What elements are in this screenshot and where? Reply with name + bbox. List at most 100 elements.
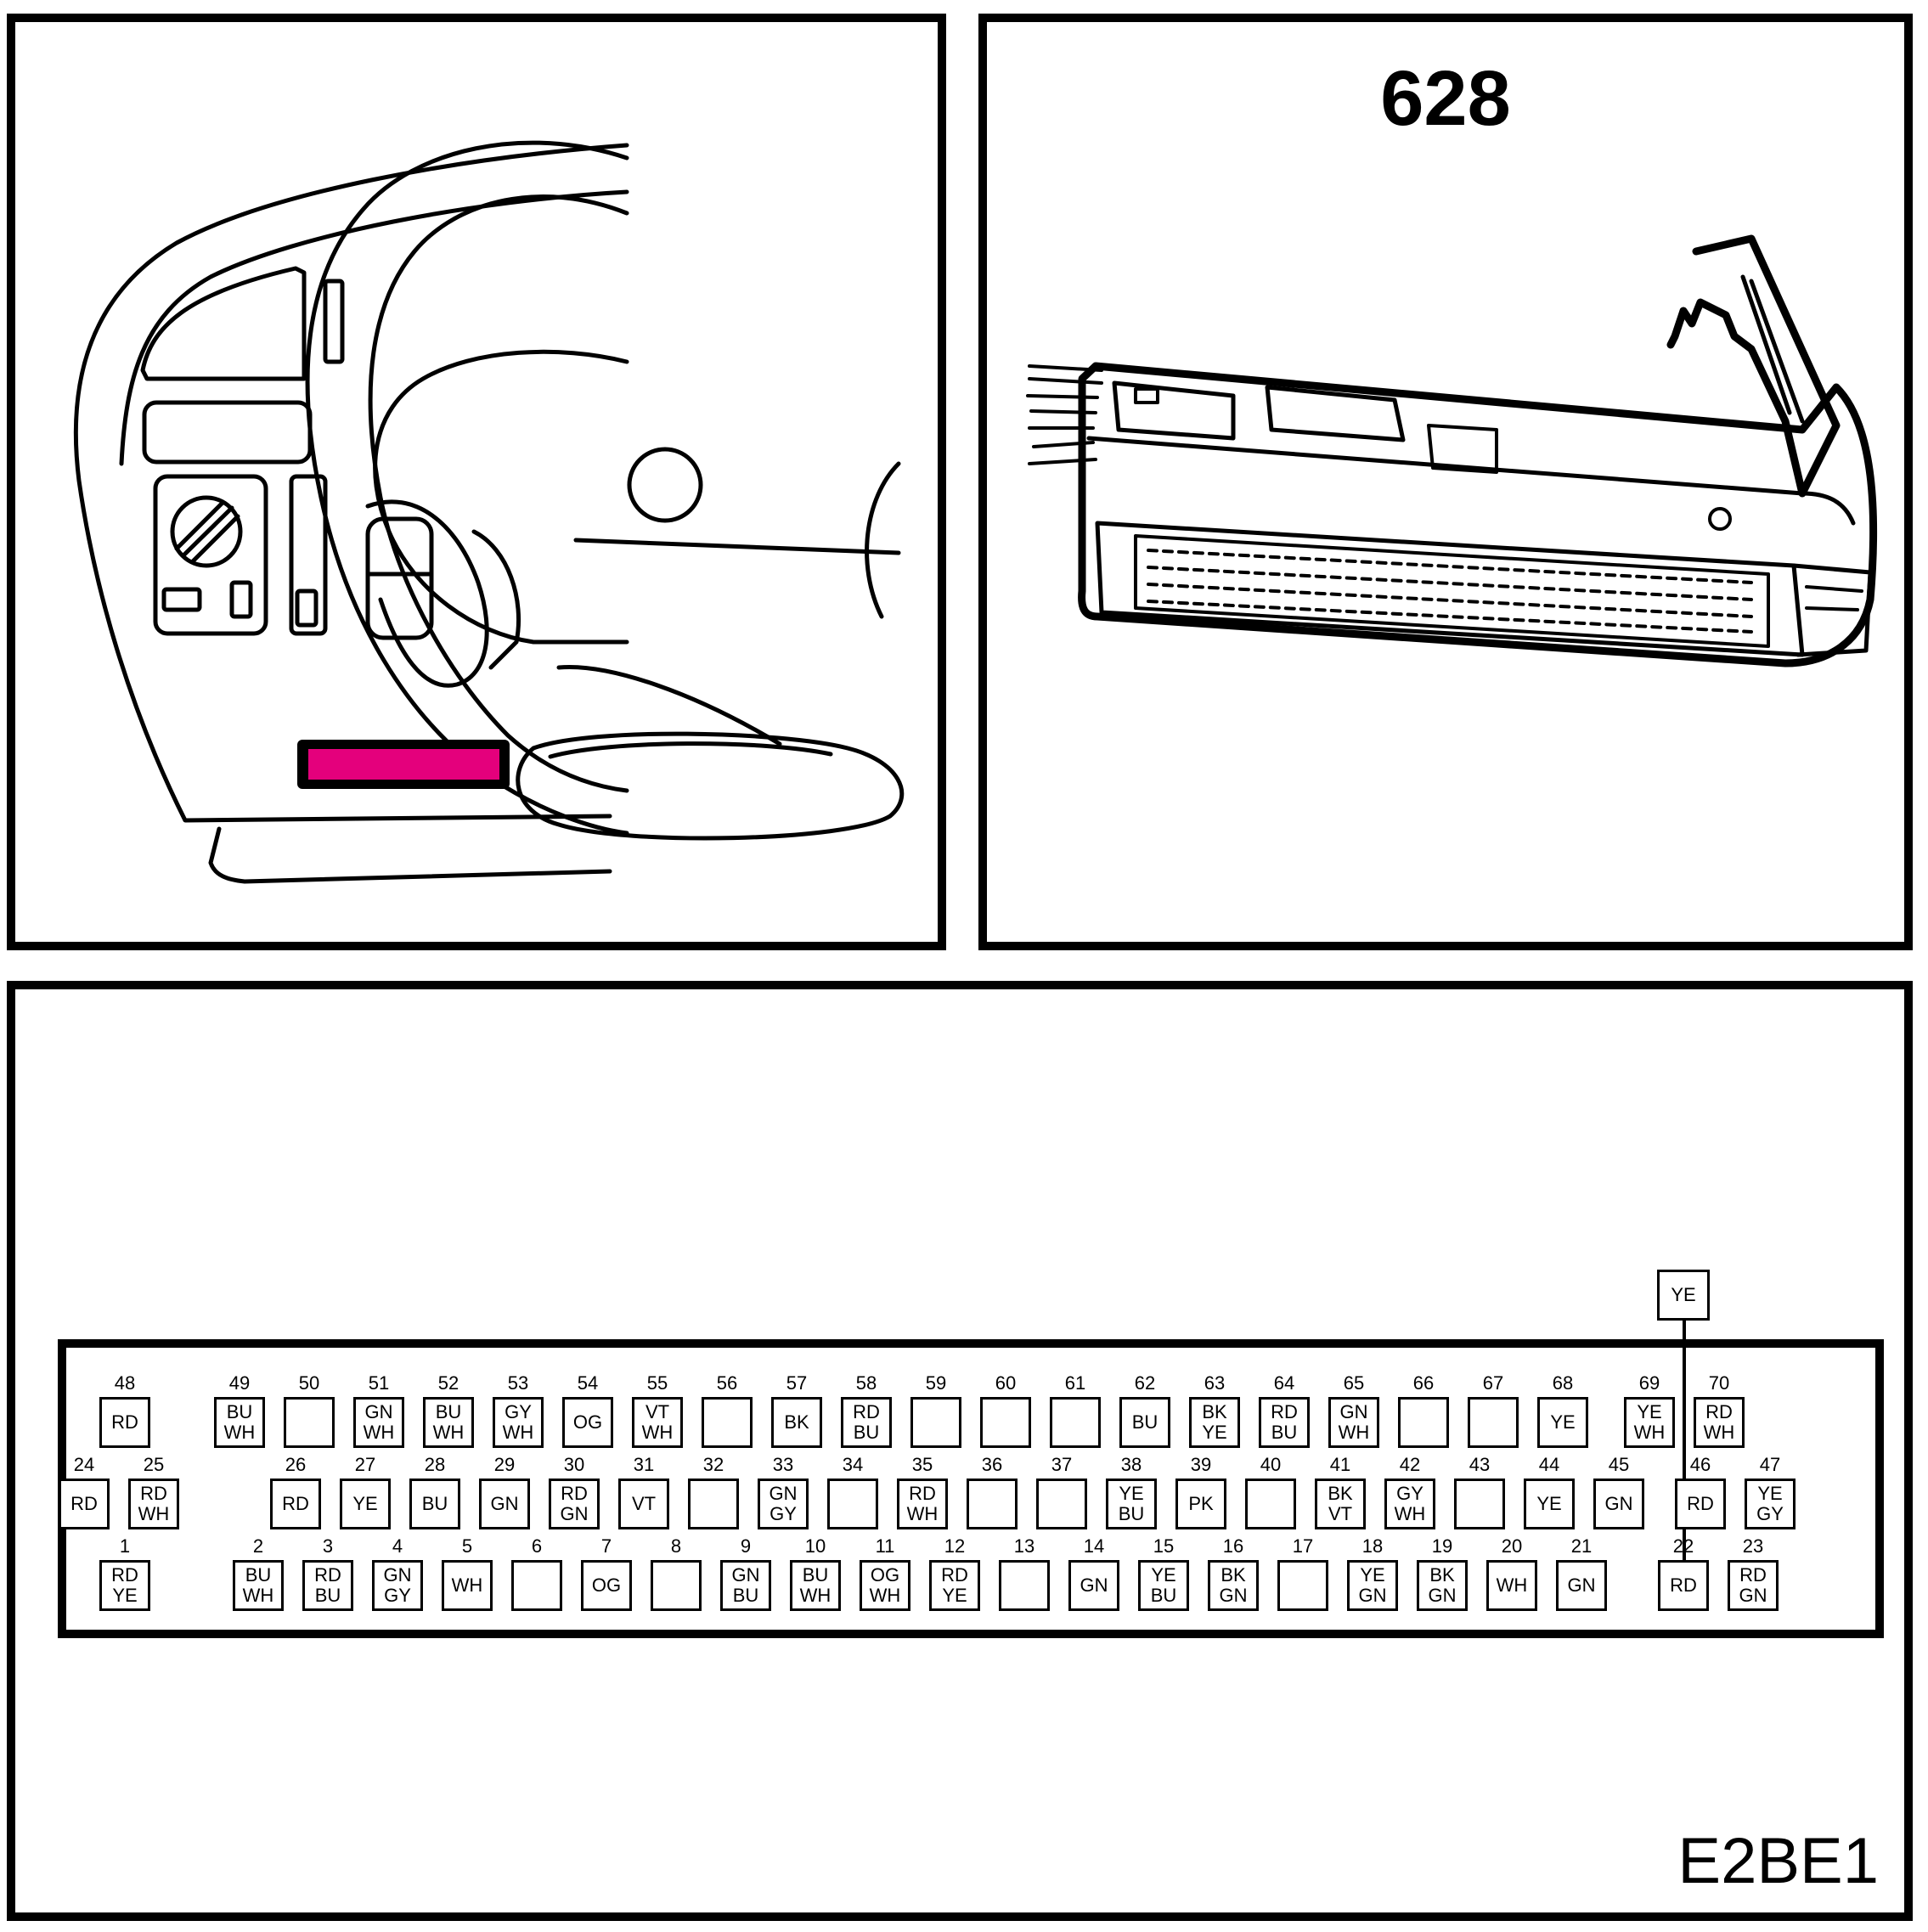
- pin-number-25: 25: [143, 1454, 165, 1475]
- pin-46-wire-box: RD: [1675, 1479, 1726, 1529]
- pin-20-wire-color: WH: [1496, 1574, 1528, 1596]
- pin-number-9: 9: [740, 1535, 752, 1557]
- pin-number-41: 41: [1329, 1454, 1351, 1475]
- pin-number-58: 58: [855, 1372, 877, 1394]
- pin-33-wire-color: GY: [770, 1503, 797, 1524]
- pin-60-wire-box: [980, 1397, 1031, 1448]
- pin-number-29: 29: [493, 1454, 516, 1475]
- pin-number-52: 52: [437, 1372, 459, 1394]
- pin-8-wire-box: [651, 1560, 702, 1611]
- pin-46-wire-color: RD: [1687, 1493, 1714, 1514]
- pin-16-wire-color: GN: [1219, 1585, 1248, 1606]
- pin-number-56: 56: [716, 1372, 738, 1394]
- pin-number-12: 12: [944, 1535, 966, 1557]
- pin-39-wire-color: PK: [1188, 1493, 1214, 1514]
- pin-54-wire-color: OG: [572, 1411, 603, 1433]
- pin-number-34: 34: [842, 1454, 864, 1475]
- pin-42-wire-color: GY: [1396, 1483, 1423, 1504]
- pin-number-39: 39: [1190, 1454, 1212, 1475]
- pin-12-wire-color: RD: [941, 1564, 968, 1586]
- pin-number-44: 44: [1538, 1454, 1560, 1475]
- pin-number-45: 45: [1608, 1454, 1630, 1475]
- pin-number-47: 47: [1759, 1454, 1781, 1475]
- pin-61-wire-box: [1050, 1397, 1101, 1448]
- pin-2-wire-color: WH: [242, 1585, 274, 1606]
- pin-number-20: 20: [1501, 1535, 1523, 1557]
- pin-number-69: 69: [1638, 1372, 1660, 1394]
- pin-number-6: 6: [531, 1535, 543, 1557]
- pin-number-48: 48: [114, 1372, 136, 1394]
- pin-27-wire-color: YE: [352, 1493, 378, 1514]
- pin-21-wire-color: GN: [1567, 1574, 1596, 1596]
- pin-41-wire-color: VT: [1328, 1503, 1353, 1524]
- pin-number-13: 13: [1013, 1535, 1035, 1557]
- pin-31-wire-color: VT: [631, 1493, 657, 1514]
- ecu-component-number: 628: [1380, 55, 1511, 142]
- pin-number-37: 37: [1051, 1454, 1073, 1475]
- pin-19-wire-color: BK: [1429, 1564, 1455, 1586]
- pin-69-wire-color: YE: [1637, 1401, 1662, 1422]
- pin-49-wire-color: WH: [223, 1422, 256, 1443]
- pin-number-70: 70: [1708, 1372, 1730, 1394]
- pin-65-wire-color: WH: [1338, 1422, 1370, 1443]
- highlighted-component-marker: [308, 749, 499, 780]
- pin-4-wire-color: GN: [383, 1564, 412, 1586]
- pin-56-wire-box: [702, 1397, 753, 1448]
- pin-number-66: 66: [1412, 1372, 1435, 1394]
- pin-51-wire-color: GN: [364, 1401, 393, 1422]
- pin-4-wire-color: GY: [384, 1585, 411, 1606]
- pin-number-68: 68: [1552, 1372, 1574, 1394]
- pin-number-46: 46: [1689, 1454, 1711, 1475]
- pin-7-wire-box: OG: [581, 1560, 632, 1611]
- pin-47-wire-color: GY: [1756, 1503, 1784, 1524]
- pin-1-wire-color: RD: [111, 1564, 138, 1586]
- pin-number-28: 28: [424, 1454, 446, 1475]
- pin-43-wire-box: [1454, 1479, 1505, 1529]
- pin-58-wire-color: BU: [853, 1422, 880, 1443]
- pin-38-wire-color: BU: [1118, 1503, 1145, 1524]
- pin-63-wire-color: YE: [1202, 1422, 1227, 1443]
- pin-5-wire-box: WH: [442, 1560, 493, 1611]
- pin-7-wire-color: OG: [591, 1574, 622, 1596]
- pin-36-wire-box: [967, 1479, 1018, 1529]
- pin-number-30: 30: [563, 1454, 585, 1475]
- pin-24-wire-box: RD: [59, 1479, 110, 1529]
- pin-22-wire-color: RD: [1670, 1574, 1697, 1596]
- pin-25-wire-color: WH: [138, 1503, 170, 1524]
- pin-number-11: 11: [875, 1535, 895, 1557]
- pin-68-wire-color: YE: [1550, 1411, 1576, 1433]
- pin-number-32: 32: [702, 1454, 724, 1475]
- pin-39-wire-box: PK: [1175, 1479, 1226, 1529]
- pin-5-wire-color: WH: [451, 1574, 483, 1596]
- pin-38-wire-color: YE: [1119, 1483, 1144, 1504]
- pin-47-wire-color: YE: [1757, 1483, 1783, 1504]
- pin-58-wire-color: RD: [853, 1401, 880, 1422]
- pin-26-wire-box: RD: [270, 1479, 321, 1529]
- pin-19-wire-color: GN: [1428, 1585, 1457, 1606]
- pin-26-wire-color: RD: [282, 1493, 309, 1514]
- pin-48-wire-box: RD: [99, 1397, 150, 1448]
- pin-number-67: 67: [1482, 1372, 1504, 1394]
- dashboard-illustration-panel: [7, 14, 946, 950]
- pin-1-wire-color: YE: [112, 1585, 138, 1606]
- pin-10-wire-color: BU: [802, 1564, 829, 1586]
- pin-11-wire-color: WH: [869, 1585, 901, 1606]
- pin-24-wire-color: RD: [70, 1493, 98, 1514]
- ecu-illustration-panel: 628: [978, 14, 1913, 950]
- pin-25-wire-color: RD: [140, 1483, 167, 1504]
- pin-45-wire-color: GN: [1604, 1493, 1633, 1514]
- pin-28-wire-color: BU: [421, 1493, 448, 1514]
